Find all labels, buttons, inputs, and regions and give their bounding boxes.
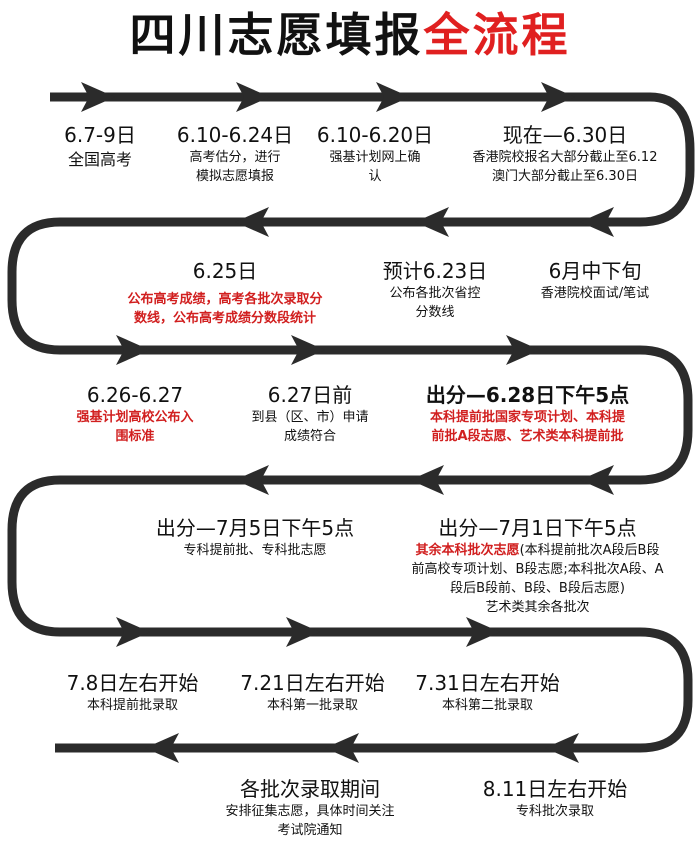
event-date: 各批次录取期间 bbox=[240, 777, 380, 801]
event-date: 7.31日左右开始 bbox=[415, 671, 560, 695]
event-desc-line1: 公布高考成绩，高考各批次录取分 bbox=[127, 292, 323, 307]
event-date: 6.10-6.20日 bbox=[316, 123, 434, 147]
event-date: 出分—7月1日下午5点 bbox=[438, 516, 637, 540]
event-date: 7.8日左右开始 bbox=[66, 671, 199, 695]
event-date: 预计6.23日 bbox=[382, 259, 488, 283]
page-title: 四川志愿填报全流程 bbox=[0, 4, 700, 66]
event-desc-line1: 到县（区、市）申请 bbox=[251, 410, 369, 425]
arrow-right-icon bbox=[376, 82, 410, 112]
event-desc-highlight: 其余本科批次志愿 bbox=[415, 543, 520, 558]
event-desc: 专科提前批、专科批志愿 bbox=[183, 543, 327, 558]
event-desc-line2: 数线，公布高考成绩分数段统计 bbox=[133, 311, 316, 326]
event-desc-line1: 安排征集志愿，具体时间关注 bbox=[225, 804, 395, 819]
event-zhuanke-deadline: 出分—7月5日下午5点 专科提前批、专科批志愿 bbox=[140, 515, 370, 560]
arrow-right-icon bbox=[541, 82, 575, 112]
event-desc-line1: 公布各批次省控 bbox=[389, 286, 481, 301]
event-desc-line2: 前批A段志愿、艺术类本科提前批 bbox=[431, 429, 624, 444]
event-qiangji-confirm: 6.10-6.20日 强基计划网上确 认 bbox=[305, 122, 445, 186]
event-supplementary: 各批次录取期间 安排征集志愿，具体时间关注 考试院通知 bbox=[200, 776, 420, 840]
event-desc-line2: 围标准 bbox=[115, 429, 155, 444]
arrow-right-icon bbox=[286, 617, 320, 647]
arrow-right-icon bbox=[81, 82, 115, 112]
arrow-left-icon bbox=[580, 465, 614, 495]
event-desc-line1: 强基计划高校公布入 bbox=[76, 410, 194, 425]
event-hk-macau-apply: 现在—6.30日 香港院校报名大部分截止至6.12 澳门大部分截止至6.30日 bbox=[455, 122, 675, 186]
event-date: 6月中下旬 bbox=[548, 259, 642, 283]
event-date: 现在—6.30日 bbox=[502, 123, 628, 147]
arrow-left-icon bbox=[145, 733, 179, 763]
title-main: 四川志愿填报 bbox=[129, 8, 424, 62]
arrow-right-icon bbox=[116, 617, 150, 647]
event-date: 8.11日左右开始 bbox=[482, 777, 628, 801]
event-desc-line2: 前高校专项计划、B段志愿;本科批次A段、A bbox=[411, 562, 664, 577]
event-desc-line1: 高考估分，进行 bbox=[189, 150, 281, 165]
arrow-right-icon bbox=[116, 335, 150, 365]
event-desc: 本科提前批录取 bbox=[86, 698, 178, 713]
arrow-right-icon bbox=[506, 335, 540, 365]
event-desc-line1: 本科提前批国家专项计划、本科提 bbox=[429, 410, 625, 425]
event-second-batch: 7.31日左右开始 本科第二批录取 bbox=[405, 670, 570, 715]
event-desc: 香港院校面试/笔试 bbox=[540, 286, 650, 301]
event-date: 6.10-6.24日 bbox=[176, 123, 294, 147]
event-control-line: 预计6.23日 公布各批次省控 分数线 bbox=[370, 258, 500, 322]
event-desc-line2: 模拟志愿填报 bbox=[195, 169, 274, 184]
event-early-batch-deadline: 出分—6.28日下午5点 本科提前批国家专项计划、本科提 前批A段志愿、艺术类本… bbox=[400, 382, 655, 446]
event-desc-line3: 段后B段前、B段、B段后志愿) bbox=[450, 581, 625, 596]
event-desc-rest: (本科提前批次A段后B段 bbox=[519, 543, 660, 558]
arrow-left-icon bbox=[325, 733, 359, 763]
title-highlight: 全流程 bbox=[423, 8, 571, 62]
event-first-batch: 7.21日左右开始 本科第一批录取 bbox=[230, 670, 395, 715]
arrow-left-icon bbox=[580, 207, 614, 237]
event-gaokao: 6.7-9日 全国高考 bbox=[45, 122, 155, 172]
event-date: 6.7-9日 bbox=[64, 123, 136, 147]
event-date: 6.27日前 bbox=[267, 383, 353, 407]
event-desc-line1: 香港院校报名大部分截止至6.12 bbox=[472, 150, 658, 165]
event-zhuanke-admission: 8.11日左右开始 专科批次录取 bbox=[470, 776, 640, 821]
event-county-apply: 6.27日前 到县（区、市）申请 成绩符合 bbox=[235, 382, 385, 446]
arrow-left-icon bbox=[415, 207, 449, 237]
event-date: 6.25日 bbox=[192, 259, 258, 283]
arrow-right-icon bbox=[291, 335, 325, 365]
event-desc: 本科第一批录取 bbox=[266, 698, 358, 713]
event-desc-line1: 强基计划网上确 bbox=[329, 150, 421, 165]
event-desc-line2: 成绩符合 bbox=[283, 429, 336, 444]
event-date: 出分—6.28日下午5点 bbox=[425, 383, 630, 407]
event-desc-line2: 认 bbox=[368, 169, 382, 184]
event-qiangji-standard: 6.26-6.27 强基计划高校公布入 围标准 bbox=[50, 382, 220, 446]
arrow-left-icon bbox=[235, 207, 269, 237]
event-desc-line2: 分数线 bbox=[415, 305, 455, 320]
event-desc: 全国高考 bbox=[67, 150, 132, 169]
event-score-release: 6.25日 公布高考成绩，高考各批次录取分 数线，公布高考成绩分数段统计 bbox=[90, 258, 360, 328]
event-date: 6.26-6.27 bbox=[86, 383, 184, 407]
arrow-right-icon bbox=[466, 617, 500, 647]
event-date: 7.21日左右开始 bbox=[240, 671, 385, 695]
event-desc: 专科批次录取 bbox=[515, 804, 594, 819]
arrow-left-icon bbox=[545, 733, 579, 763]
event-desc: 本科第二批录取 bbox=[441, 698, 533, 713]
arrow-right-icon bbox=[236, 82, 270, 112]
event-hk-interview: 6月中下旬 香港院校面试/笔试 bbox=[515, 258, 675, 303]
event-estimate: 6.10-6.24日 高考估分，进行 模拟志愿填报 bbox=[165, 122, 305, 186]
event-desc-line2: 考试院通知 bbox=[277, 823, 343, 838]
event-early-admission: 7.8日左右开始 本科提前批录取 bbox=[55, 670, 210, 715]
event-benke-deadline: 出分—7月1日下午5点 其余本科批次志愿(本科提前批次A段后B段 前高校专项计划… bbox=[380, 515, 695, 617]
event-date: 出分—7月5日下午5点 bbox=[155, 516, 355, 540]
event-desc-line1: 其余本科批次志愿(本科提前批次A段后B段 bbox=[380, 541, 695, 560]
event-desc-line4: 艺术类其余各批次 bbox=[485, 600, 590, 615]
arrow-left-icon bbox=[235, 465, 269, 495]
arrow-left-icon bbox=[410, 465, 444, 495]
event-desc-line2: 澳门大部分截止至6.30日 bbox=[492, 169, 638, 184]
snake-path bbox=[7, 92, 695, 753]
